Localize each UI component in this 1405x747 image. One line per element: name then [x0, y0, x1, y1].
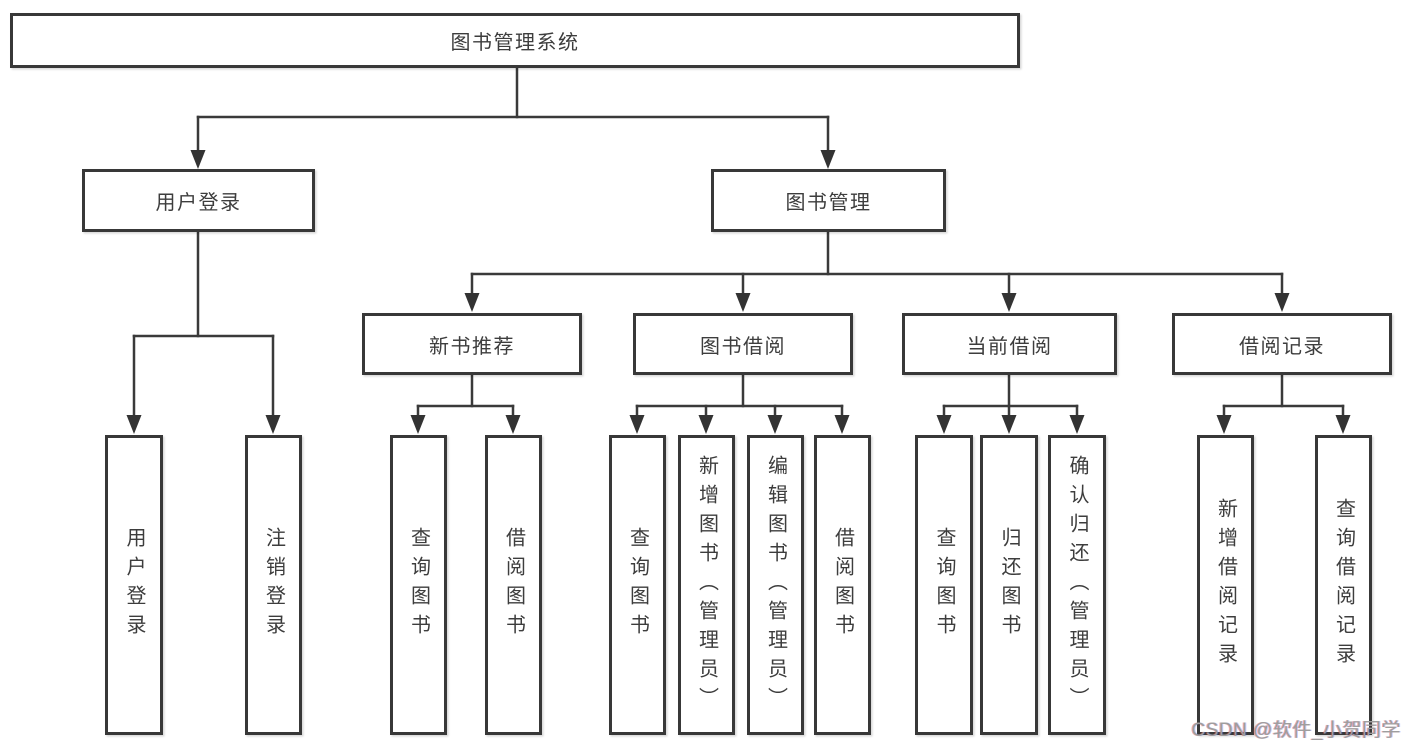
arrowhead-icon	[464, 293, 480, 312]
arrowhead-icon	[265, 415, 281, 434]
node-root: 图书管理系统	[10, 13, 1020, 68]
node-label-add-books-admin: 新增图书（管理员）	[695, 454, 718, 716]
node-query-borrowing-record: 查询借阅记录	[1315, 435, 1372, 735]
node-new-book-recommend: 新书推荐	[362, 313, 582, 375]
node-add-borrowing-record: 新增借阅记录	[1197, 435, 1254, 735]
arrowhead-icon	[834, 415, 850, 434]
node-borrowing-records: 借阅记录	[1172, 313, 1392, 375]
node-label-query-books-borrowing: 查询图书	[626, 527, 649, 643]
arrowhead-icon	[1216, 415, 1232, 434]
arrowhead-icon	[1001, 415, 1017, 434]
node-user-login: 用户登录	[82, 169, 315, 232]
arrowhead-icon	[410, 415, 426, 434]
node-label-current-borrowing: 当前借阅	[966, 335, 1053, 358]
arrowhead-icon	[1274, 293, 1290, 312]
arrowhead-icon	[735, 293, 751, 312]
node-label-root: 图书管理系统	[450, 32, 580, 54]
arrowhead-icon	[767, 415, 783, 434]
node-label-user-login-leaf: 用户登录	[123, 527, 145, 643]
arrowhead-icon	[1069, 415, 1085, 434]
node-label-book-borrowing: 图书借阅	[700, 335, 786, 358]
arrowhead-icon	[820, 150, 836, 169]
node-label-add-borrowing-record: 新增借阅记录	[1214, 498, 1237, 672]
node-add-books-admin: 新增图书（管理员）	[678, 435, 735, 735]
node-book-borrowing: 图书借阅	[633, 313, 853, 375]
arrowhead-icon	[698, 415, 714, 434]
arrowhead-icon	[505, 415, 521, 434]
node-label-borrowing-records: 借阅记录	[1239, 335, 1325, 358]
node-confirm-return-admin: 确认归还（管理员）	[1048, 435, 1106, 735]
arrowhead-icon	[1335, 415, 1351, 434]
node-borrow-books-recommend: 借阅图书	[485, 435, 542, 735]
node-label-logout: 注销登录	[262, 527, 285, 643]
node-label-edit-books-admin: 编辑图书（管理员）	[764, 454, 787, 716]
node-label-query-borrowing-record: 查询借阅记录	[1332, 498, 1355, 672]
arrowhead-icon	[1001, 293, 1017, 312]
node-label-confirm-return-admin: 确认归还（管理员）	[1066, 454, 1088, 716]
node-query-books-current: 查询图书	[915, 435, 973, 735]
node-current-borrowing: 当前借阅	[902, 313, 1117, 375]
node-query-books-recommend: 查询图书	[390, 435, 447, 735]
node-label-new-book-recommend: 新书推荐	[429, 335, 515, 358]
node-logout: 注销登录	[245, 435, 302, 735]
node-borrow-books-borrowing: 借阅图书	[814, 435, 871, 735]
node-book-management: 图书管理	[711, 169, 946, 232]
node-return-books: 归还图书	[980, 435, 1038, 735]
arrowhead-icon	[629, 415, 645, 434]
watermark: CSDN @软件_小贺同学	[1191, 720, 1401, 741]
node-query-books-borrowing: 查询图书	[609, 435, 666, 735]
node-label-book-management: 图书管理	[785, 192, 872, 214]
node-label-return-books: 归还图书	[998, 527, 1020, 643]
node-label-user-login: 用户登录	[155, 192, 242, 214]
arrowhead-icon	[126, 415, 142, 434]
arrowhead-icon	[936, 415, 952, 434]
arrowhead-icon	[190, 150, 206, 169]
node-label-borrow-books-recommend: 借阅图书	[502, 527, 525, 643]
node-edit-books-admin: 编辑图书（管理员）	[747, 435, 804, 735]
node-label-query-books-recommend: 查询图书	[407, 527, 430, 643]
node-user-login-leaf: 用户登录	[105, 435, 163, 735]
node-label-borrow-books-borrowing: 借阅图书	[831, 527, 854, 643]
node-label-query-books-current: 查询图书	[933, 527, 955, 643]
